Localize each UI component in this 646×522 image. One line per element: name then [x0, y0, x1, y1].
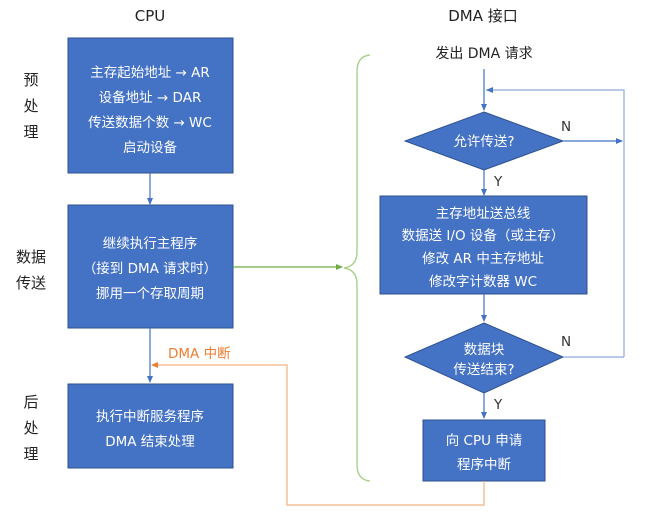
box-line: 修改 AR 中主存地址: [422, 251, 544, 267]
box-line: 数据送 I/O 设备（或主存）: [402, 227, 565, 244]
decision-block-done: 数据块 传送结束?: [403, 322, 565, 394]
cpu-box-preprocess: 主存起始地址 → AR 设备地址 → DAR 传送数据个数 → WC 启动设备: [67, 37, 234, 174]
box-line: 修改字计数器 WC: [429, 274, 537, 290]
phase-label-transfer: 数据 传送: [16, 248, 46, 292]
decision-text: 数据块: [464, 342, 505, 358]
box-line: 主存地址送总线: [436, 206, 531, 222]
phase-char: 后: [23, 393, 38, 411]
phase-label-preprocess: 预 处 理: [23, 71, 38, 141]
dma-interrupt-label: DMA 中断: [168, 346, 231, 362]
box-line: 传送数据个数 → WC: [88, 115, 212, 131]
box-line: 向 CPU 申请: [446, 433, 523, 449]
phase-char: 处: [23, 419, 38, 437]
decision-text: 允许传送?: [453, 134, 514, 150]
box-line: DMA 结束处理: [105, 434, 195, 450]
phase-char: 理: [23, 123, 38, 141]
yes-label: Y: [493, 174, 503, 190]
decision-allow-transfer: 允许传送?: [403, 111, 565, 171]
box-line: 主存起始地址 → AR: [90, 65, 210, 81]
box-line: （接到 DMA 请求时）: [83, 260, 217, 277]
phase-char: 传送: [16, 274, 46, 292]
box-line: 程序中断: [457, 457, 511, 473]
retry-loop-line: [486, 89, 625, 357]
box-line: 设备地址 → DAR: [99, 89, 202, 106]
yes-label: Y: [493, 397, 503, 413]
decision-text: 传送结束?: [453, 362, 514, 378]
phase-char: 理: [23, 445, 38, 463]
box-line: 继续执行主程序: [103, 236, 198, 252]
no-label: N: [561, 334, 571, 350]
phase-char: 预: [23, 71, 38, 89]
phase-char: 处: [23, 97, 38, 115]
phase-label-postprocess: 后 处 理: [23, 393, 38, 463]
cpu-box-transfer: 继续执行主程序 （接到 DMA 请求时） 挪用一个存取周期: [67, 204, 234, 329]
dma-start-label: 发出 DMA 请求: [435, 46, 532, 62]
cpu-header: CPU: [135, 7, 166, 25]
no-label: N: [561, 119, 571, 135]
cpu-box-postprocess: 执行中断服务程序 DMA 结束处理: [67, 383, 234, 469]
dma-header: DMA 接口: [448, 7, 518, 25]
box-line: 启动设备: [123, 139, 177, 156]
phase-char: 数据: [16, 248, 46, 266]
box-line: 挪用一个存取周期: [96, 286, 204, 302]
dma-process-box: 主存地址送总线 数据送 I/O 设备（或主存） 修改 AR 中主存地址 修改字计…: [379, 195, 588, 295]
dma-interrupt-line: [154, 364, 485, 506]
dma-interrupt-request-box: 向 CPU 申请 程序中断: [422, 419, 546, 482]
box-line: 执行中断服务程序: [96, 409, 204, 425]
dma-brace: [343, 54, 371, 482]
